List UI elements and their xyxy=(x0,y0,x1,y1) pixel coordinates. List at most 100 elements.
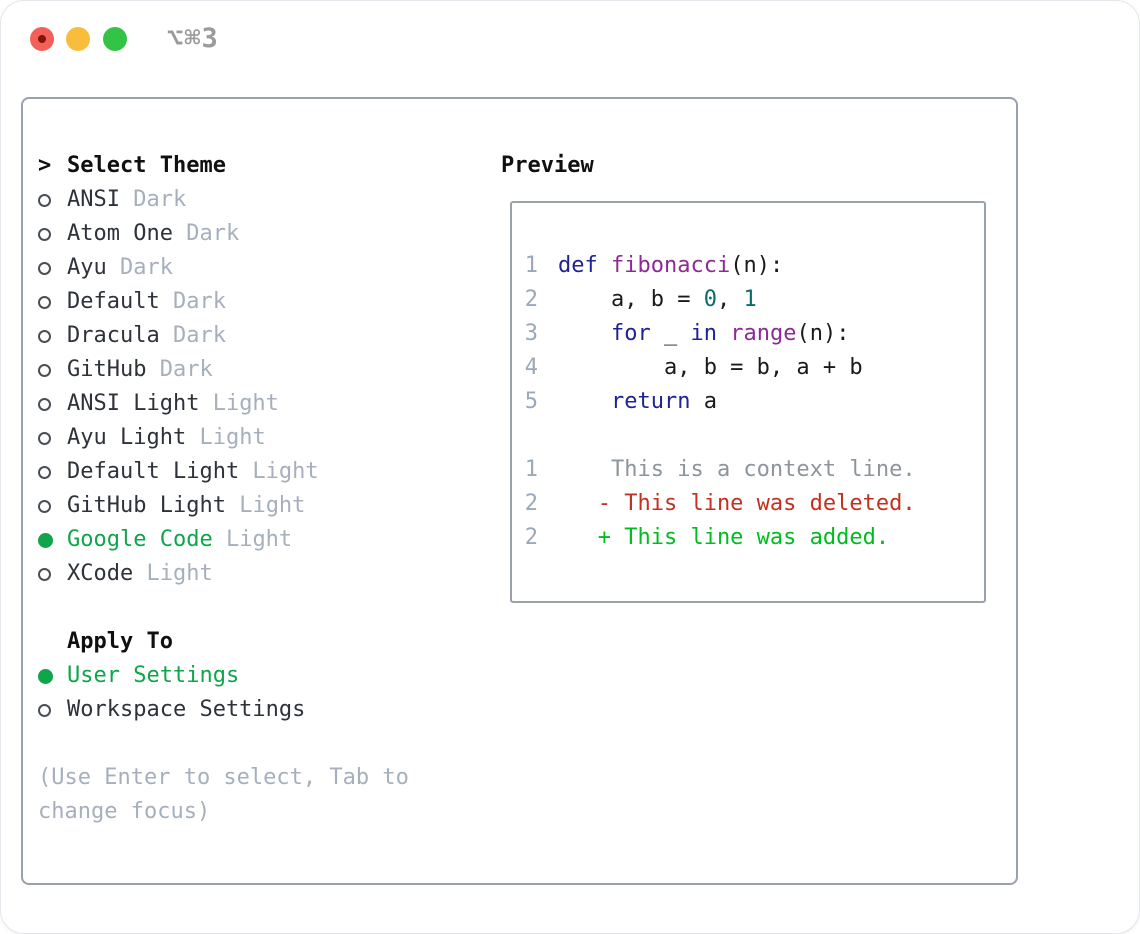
cursor-indicator: > xyxy=(38,153,52,178)
code-segment: a xyxy=(690,389,717,414)
radio-icon xyxy=(38,261,51,275)
preview-title: Preview xyxy=(501,153,594,178)
diff-text: + This line was added. xyxy=(558,525,890,550)
radio-icon xyxy=(38,193,51,207)
code-segment: for xyxy=(610,321,651,346)
code-segment: (n): xyxy=(796,321,850,346)
code-segment: 0 xyxy=(703,287,717,312)
theme-item-badge: Dark xyxy=(159,323,226,348)
theme-item-label: Ayu xyxy=(67,255,107,280)
line-number: 1 xyxy=(524,253,538,278)
titlebar: ⌥⌘3 xyxy=(1,1,1139,77)
close-dot-icon xyxy=(38,35,46,43)
theme-item-label: Default xyxy=(67,289,160,314)
apply-to-title: Apply To xyxy=(67,629,173,654)
theme-item-google-code[interactable]: Google Code Light xyxy=(38,523,488,557)
radio-icon xyxy=(38,363,51,377)
apply-to-header: Apply To xyxy=(38,625,488,659)
line-number: 3 xyxy=(524,321,538,346)
line-number: 1 xyxy=(524,457,538,482)
theme-item-label: ANSI xyxy=(67,187,120,212)
theme-item-dracula[interactable]: Dracula Dark xyxy=(38,319,488,353)
theme-item-github-light[interactable]: GitHub Light Light xyxy=(38,489,488,523)
minimize-button[interactable] xyxy=(66,27,90,51)
preview-code-line: 3 for _ in range(n): xyxy=(520,317,984,351)
code-segment: fibonacci xyxy=(611,253,731,278)
theme-item-badge: Light xyxy=(212,527,293,552)
select-theme-header: > Select Theme xyxy=(38,149,488,183)
radio-icon xyxy=(38,567,51,581)
help-text: (Use Enter to select, Tab to change focu… xyxy=(38,765,409,824)
preview-diff-line-del: 2 - This line was deleted. xyxy=(520,487,984,521)
theme-item-label: Default Light xyxy=(67,459,240,484)
preview-header: Preview xyxy=(501,149,1001,183)
theme-item-badge: Light xyxy=(225,493,306,518)
theme-item-default-light[interactable]: Default Light Light xyxy=(38,455,488,489)
theme-item-ayu[interactable]: Ayu Dark xyxy=(38,251,488,285)
theme-item-badge: Light xyxy=(133,561,213,586)
line-number: 5 xyxy=(524,389,538,414)
theme-item-xcode[interactable]: XCode Light xyxy=(38,557,488,591)
radio-icon xyxy=(38,397,51,411)
theme-item-badge: Dark xyxy=(159,289,226,314)
radio-selected-icon xyxy=(38,668,53,684)
theme-item-ansi[interactable]: ANSI Dark xyxy=(38,183,488,217)
preview-diff-line-ctx: 1 This is a context line. xyxy=(520,453,984,487)
diff-text: This is a context line. xyxy=(558,457,916,482)
theme-item-label: ANSI Light xyxy=(67,391,200,416)
line-number: 2 xyxy=(524,491,538,516)
code-segment xyxy=(717,321,730,346)
theme-item-label: Dracula xyxy=(67,323,160,348)
theme-item-ansi-light[interactable]: ANSI Light Light xyxy=(38,387,488,421)
theme-item-label: Ayu Light xyxy=(67,425,187,450)
radio-icon xyxy=(38,703,51,717)
code-segment: a, b = xyxy=(558,287,704,312)
theme-item-badge: Dark xyxy=(146,357,213,382)
code-segment: return xyxy=(610,389,691,414)
code-segment: 1 xyxy=(743,287,757,312)
line-number: 4 xyxy=(524,355,538,380)
theme-item-badge: Light xyxy=(186,425,266,450)
code-segment: a, b = b, a + b xyxy=(558,355,863,380)
code-segment xyxy=(598,253,611,278)
theme-item-atom-one[interactable]: Atom One Dark xyxy=(38,217,488,251)
radio-icon xyxy=(38,431,51,445)
apply-option-user-settings[interactable]: User Settings xyxy=(38,659,488,693)
code-segment xyxy=(558,321,611,346)
theme-item-default[interactable]: Default Dark xyxy=(38,285,488,319)
code-segment: , xyxy=(716,287,744,312)
theme-item-label: Atom One xyxy=(67,221,173,246)
maximize-button[interactable] xyxy=(103,27,127,51)
radio-icon xyxy=(38,499,51,513)
spacer xyxy=(38,591,488,625)
apply-option-label: Workspace Settings xyxy=(67,697,306,722)
theme-item-badge: Light xyxy=(199,391,279,416)
code-segment: range xyxy=(730,321,797,346)
code-segment xyxy=(558,389,611,414)
radio-icon xyxy=(38,329,51,343)
theme-item-label: Google Code xyxy=(67,527,213,552)
theme-item-ayu-light[interactable]: Ayu Light Light xyxy=(38,421,488,455)
code-segment: in xyxy=(690,321,717,346)
theme-item-label: GitHub Light xyxy=(67,493,226,518)
close-button[interactable] xyxy=(30,27,54,51)
preview-code-line: 5 return a xyxy=(520,385,984,419)
apply-option-workspace-settings[interactable]: Workspace Settings xyxy=(38,693,488,727)
preview-column: Preview 1 def fibonacci (n): 2 a, b = 0, 1 3… xyxy=(501,149,1001,603)
diff-text: - This line was deleted. xyxy=(558,491,916,516)
theme-item-github[interactable]: GitHub Dark xyxy=(38,353,488,387)
radio-icon xyxy=(38,227,51,241)
select-theme-title: Select Theme xyxy=(67,153,226,178)
radio-icon xyxy=(38,295,51,309)
theme-item-badge: Dark xyxy=(119,187,187,212)
code-segment: _ xyxy=(650,321,691,346)
spacer xyxy=(38,727,488,761)
theme-item-badge: Light xyxy=(239,459,319,484)
blank-line xyxy=(520,419,984,453)
code-segment: def xyxy=(558,253,598,278)
